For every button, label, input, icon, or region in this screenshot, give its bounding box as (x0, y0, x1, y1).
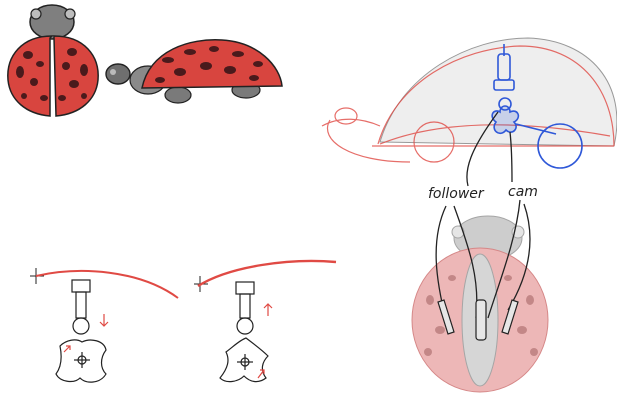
ladybug-front-view-icon (8, 5, 98, 116)
cam-label: cam (508, 184, 538, 200)
cam-sketch-position-2 (194, 261, 336, 382)
follower-label: follower (428, 186, 485, 202)
cam-sketch-position-1 (30, 268, 178, 382)
ladybug-side-view-icon (106, 40, 282, 103)
cam-follower-mechanism-icon (322, 38, 617, 186)
